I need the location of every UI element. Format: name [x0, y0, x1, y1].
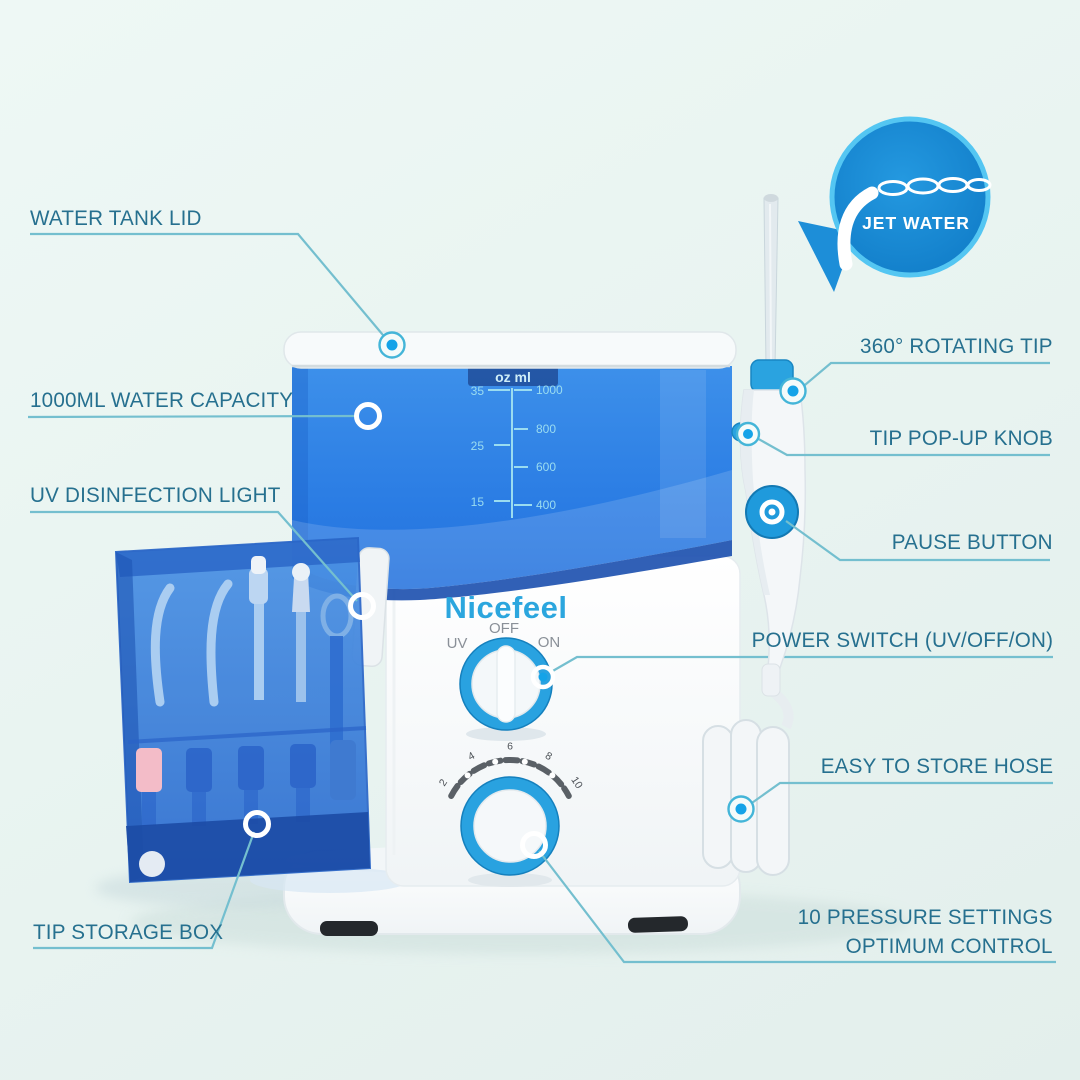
- rubber-foot-left: [320, 921, 378, 936]
- marker-store-hose: [727, 795, 755, 823]
- scale-oz-35: 35: [471, 384, 485, 398]
- marker-power-switch: [530, 664, 556, 690]
- storage-hose: [702, 685, 794, 876]
- rubber-foot-right: [627, 916, 688, 933]
- scale-ml-1000: 1000: [536, 383, 563, 397]
- callout-line-store-hose: [748, 781, 1053, 806]
- tank-scale-header: oz ml: [495, 369, 531, 385]
- tip-bases-row: [136, 740, 356, 826]
- callout-label-tip-storage: TIP STORAGE BOX: [33, 920, 224, 944]
- switch-label-on: ON: [538, 634, 561, 651]
- callout-line-pressure: [538, 850, 1056, 964]
- callout-markers: [243, 331, 807, 859]
- dial-tick-2: 2: [437, 777, 450, 789]
- scale-ml-400: 400: [536, 498, 556, 512]
- marker-rotating-tip: [779, 377, 807, 405]
- marker-water-capacity: [354, 402, 382, 430]
- callout-line-water-tank-lid: [30, 232, 389, 342]
- callout-line-tip-storage: [33, 831, 256, 950]
- callout-label-power-switch: POWER SWITCH (UV/OFF/ON): [751, 628, 1053, 652]
- callout-label-store-hose: EASY TO STORE HOSE: [820, 754, 1053, 778]
- marker-uv-light: [348, 592, 376, 620]
- tank-wave-highlight: [292, 470, 732, 590]
- box-lid-band: [116, 538, 360, 577]
- power-switch-knob: OFF UV ON: [447, 620, 561, 741]
- bubble-nozzle: [837, 186, 879, 271]
- marker-water-tank-lid: [378, 331, 406, 359]
- callout-line-popup-knob: [754, 436, 1050, 457]
- water-tank-lid: [283, 331, 737, 369]
- callout-line-uv-light: [30, 510, 358, 602]
- callout-label-water-tank-lid: WATER TANK LID: [30, 206, 202, 230]
- pink-tip-base: [136, 748, 162, 792]
- marker-popup-knob: [735, 421, 761, 447]
- scale-ml-600: 600: [536, 460, 556, 474]
- dial-tick-4: 4: [466, 750, 477, 763]
- callout-label-uv-light: UV DISINFECTION LIGHT: [30, 483, 281, 507]
- callout-line-pause-button: [785, 520, 1050, 562]
- storage-tips: [150, 556, 354, 766]
- scale-ml-800: 800: [536, 422, 556, 436]
- marker-tip-storage: [243, 810, 271, 838]
- pressure-dial: 2 4 6 8 10: [437, 741, 585, 887]
- marker-pause-button: [759, 499, 785, 525]
- dial-tick-6: 6: [507, 741, 513, 753]
- jet-water-bubble: JET WATER: [798, 116, 992, 292]
- knob-pointer: [496, 645, 516, 723]
- callout-line-rotating-tip: [798, 361, 1050, 391]
- brush-tip-head: [251, 556, 266, 574]
- bubble-label: JET WATER: [862, 213, 970, 233]
- callout-lines: [27, 232, 1056, 964]
- bubble-jet-stream: [877, 177, 992, 196]
- callout-label-pressure-line2: OPTIMUM CONTROL: [846, 934, 1053, 958]
- tank-scale: oz ml 35 25 15 1000 800 600 400: [468, 366, 563, 518]
- switch-label-uv: UV: [447, 635, 468, 652]
- marker-pressure-dial: [520, 831, 548, 859]
- scale-oz-25: 25: [471, 439, 485, 453]
- callout-label-pressure-line1: 10 PRESSURE SETTINGS: [797, 905, 1053, 929]
- brand-logo: Nicefeel: [445, 590, 568, 625]
- tip-storage-box: [114, 536, 372, 884]
- callout-label-popup-knob: TIP POP-UP KNOB: [869, 426, 1053, 450]
- callout-label-pressure: 10 PRESSURE SETTINGS OPTIMUM CONTROL: [798, 903, 1053, 961]
- nozzle-tip-head: [292, 563, 310, 581]
- jet-tip-1: [150, 583, 175, 707]
- nozzle-tip-stem: [296, 606, 306, 702]
- callout-line-water-capacity: [27, 414, 357, 419]
- dial-arc: [448, 756, 572, 799]
- brush-tip-stem: [254, 600, 264, 700]
- switch-label-off: OFF: [489, 620, 519, 637]
- callout-label-pause-button: PAUSE BUTTON: [892, 530, 1053, 554]
- tongue-cleaner-stem: [330, 636, 343, 766]
- callout-line-power-switch: [550, 655, 1053, 673]
- dial-tick-10: 10: [568, 775, 585, 791]
- scale-oz-15: 15: [471, 495, 485, 509]
- callout-label-water-capacity: 1000ML WATER CAPACITY: [30, 388, 294, 412]
- dial-tick-8: 8: [543, 750, 554, 763]
- jet-tip-2: [206, 579, 233, 707]
- callout-label-rotating-tip: 360° ROTATING TIP: [860, 334, 1053, 358]
